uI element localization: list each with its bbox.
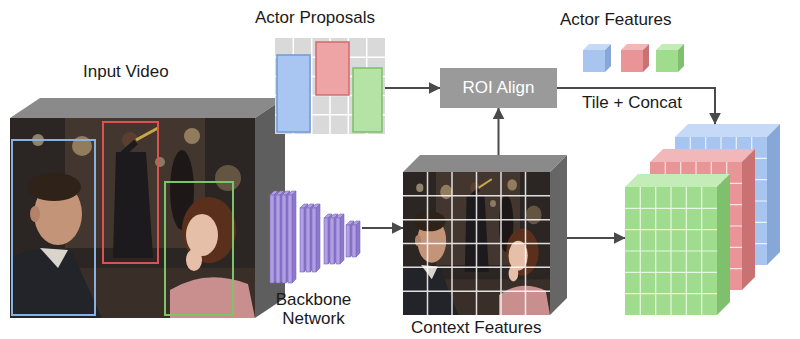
backbone-layers-part-part xyxy=(346,225,350,257)
proposal-grid-part xyxy=(275,38,385,134)
actor-boxes-part xyxy=(165,182,233,315)
backbone-layers-part-part xyxy=(276,195,280,283)
actor-feature-cubes-part xyxy=(621,50,643,72)
proposal-grid-node: Actor Proposals xyxy=(275,38,385,134)
context-feature-cube xyxy=(403,155,567,315)
actor-boxes xyxy=(12,122,233,315)
concat-feature-stack-part xyxy=(767,124,780,265)
actor-feature-cubes xyxy=(583,44,684,72)
input-video-cube-part xyxy=(10,118,255,318)
backbone-layers-part-part xyxy=(316,204,320,272)
proposal-grid-part xyxy=(275,38,385,134)
backbone-layers-part xyxy=(270,191,360,283)
part-label: Input Video xyxy=(83,62,169,81)
concat-feature-stack-part xyxy=(625,187,717,315)
backbone-layers-part-part xyxy=(282,195,286,283)
proposal-grid-part xyxy=(277,55,310,132)
input-video-node: Input Video xyxy=(8,98,288,320)
backbone-layers-part-part xyxy=(270,195,274,283)
backbone-layers-part-part xyxy=(300,208,304,272)
backbone-layers-part-part xyxy=(330,218,334,264)
flow-arrow xyxy=(362,227,403,229)
part-label: Context Features xyxy=(411,318,541,337)
proposal-grid-part xyxy=(353,68,382,132)
backbone-node: Backbone Network xyxy=(265,186,362,286)
backbone-layers-part-part xyxy=(292,191,296,283)
backbone-layers-part-part xyxy=(352,225,356,257)
flow-arrow xyxy=(385,87,440,89)
actor-feature-cubes-part xyxy=(605,44,611,72)
roi-align-box: ROI Align xyxy=(440,68,557,108)
actor-feature-cubes-part xyxy=(583,50,605,72)
context-feature-cube-part xyxy=(403,172,550,315)
proposal-grid xyxy=(275,38,385,134)
backbone-layers-part-part xyxy=(312,208,316,272)
part-label: Actor Proposals xyxy=(255,8,375,27)
context-features-node: Context Features xyxy=(403,155,567,315)
backbone-layers-part-part xyxy=(306,208,310,272)
concat-feature-stack-part xyxy=(675,124,780,137)
flow-arrow xyxy=(498,108,500,155)
backbone-layers-part-part xyxy=(336,218,340,264)
box-label: ROI Align xyxy=(440,78,557,98)
context-feature-cube-part xyxy=(550,155,567,315)
backbone-layers-part-part xyxy=(340,214,344,264)
actor-feature-cubes-part xyxy=(678,44,684,72)
concat-feature-stack-part xyxy=(650,149,755,162)
concat-feature-stack-part xyxy=(625,174,730,187)
concat-stack-node: Tile + Concat xyxy=(625,124,780,315)
actor-boxes-part xyxy=(12,140,95,315)
backbone-layers-part-part xyxy=(356,221,360,257)
part-label: Actor Features xyxy=(560,10,672,29)
actor-feature-cubes-part xyxy=(656,50,678,72)
concat-feature-stack xyxy=(625,124,780,315)
actor-boxes-part xyxy=(103,122,158,263)
backbone-layers xyxy=(270,191,360,283)
backbone-layers-part-part xyxy=(324,218,328,264)
actor-feature-cubes-part xyxy=(643,44,649,72)
part-label: Backbone Network xyxy=(265,290,362,328)
input-video-cube-part xyxy=(10,98,285,118)
concat-feature-stack-part xyxy=(742,149,755,290)
backbone-layers-part-part xyxy=(288,195,292,283)
part-label: Tile + Concat xyxy=(582,93,682,112)
flow-arrow xyxy=(557,88,715,124)
actor-features-node: Actor Features xyxy=(575,44,685,74)
concat-feature-stack-part xyxy=(717,174,730,315)
input-video-cube xyxy=(10,98,285,318)
context-feature-cube-part xyxy=(403,172,550,315)
flow-arrow xyxy=(567,237,625,239)
proposal-grid-part xyxy=(316,42,349,95)
concat-feature-stack-part xyxy=(625,187,717,315)
context-feature-cube-part xyxy=(403,155,567,172)
